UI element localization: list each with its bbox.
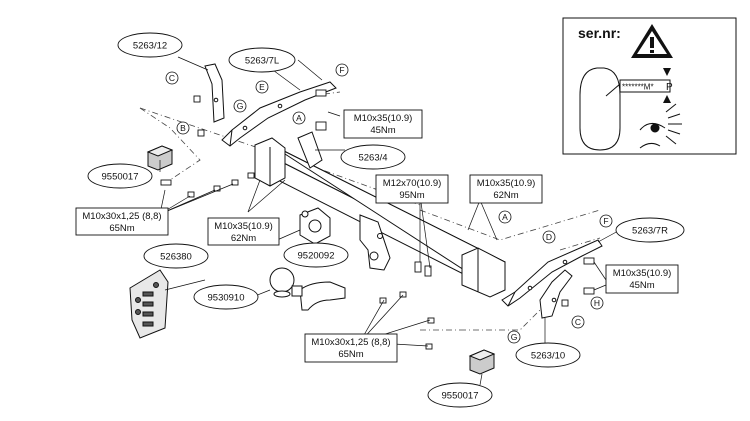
part-label-9550017-bottom: 9550017 (427, 382, 493, 408)
spec-box-bolt-left: M10x30x1,25 (8,8) 65Nm (75, 207, 169, 236)
spec-box-bolt-m12: M12x70(10.9) 95Nm (375, 174, 449, 204)
spacer-block-left (146, 145, 174, 171)
fasteners (160, 89, 595, 350)
svg-text:M10x35(10.9): M10x35(10.9) (613, 268, 672, 279)
warning-icon (631, 24, 673, 58)
svg-text:B: B (180, 123, 186, 133)
svg-text:C: C (575, 317, 581, 327)
svg-text:M10x30x1,25 (8,8): M10x30x1,25 (8,8) (82, 211, 161, 222)
electrical-kit (129, 269, 169, 339)
callout-E: E (255, 80, 269, 94)
callout-A-right: A (498, 210, 512, 224)
spec-boxes: M10x35(10.9) 45Nm M10x30x1,25 (8,8) 65Nm… (75, 109, 679, 363)
socket-plate (299, 207, 331, 245)
svg-text:62Nm: 62Nm (231, 233, 256, 244)
bracket-5263-10 (539, 269, 573, 319)
part-label-5263-10: 5263/10 (515, 342, 581, 368)
plate-serial-text: *******M* (622, 83, 654, 92)
svg-text:65Nm: 65Nm (109, 223, 134, 234)
spacer-block-bottom (468, 349, 496, 375)
eye-icon (639, 103, 682, 149)
svg-text:45Nm: 45Nm (629, 280, 654, 291)
part-ellipses: 5263/12 5263/7L 5263/4 9550017 526380 95… (87, 32, 685, 408)
callout-F-left: F (335, 63, 349, 77)
id-plate-outline (579, 67, 671, 151)
serial-number-inset: ser.nr: *******M* P (562, 17, 737, 155)
svg-text:9530910: 9530910 (208, 293, 245, 304)
svg-text:5263/10: 5263/10 (531, 351, 565, 362)
svg-text:9550017: 9550017 (442, 391, 479, 402)
svg-text:M10x30x1,25 (8,8): M10x30x1,25 (8,8) (311, 337, 390, 348)
svg-text:M10x35(10.9): M10x35(10.9) (214, 221, 273, 232)
right-side-bracket (501, 239, 603, 307)
bracket-5263-12 (204, 63, 225, 123)
svg-text:9550017: 9550017 (102, 172, 139, 183)
callout-F-right: F (599, 214, 613, 228)
svg-text:62Nm: 62Nm (493, 190, 518, 201)
svg-text:M10x35(10.9): M10x35(10.9) (477, 178, 536, 189)
svg-text:526380: 526380 (160, 252, 192, 263)
part-label-526380: 526380 (143, 243, 209, 269)
callout-G-left: G (233, 99, 247, 113)
arrow-down-icon (663, 68, 671, 76)
part-label-9550017-left: 9550017 (87, 163, 153, 189)
callout-C-left: C (165, 71, 179, 85)
part-label-5263-4: 5263/4 (340, 144, 406, 170)
svg-text:F: F (603, 216, 608, 226)
letter-callouts: C B G E F A A D F H C G (165, 63, 613, 344)
callout-G-right: G (507, 330, 521, 344)
svg-text:A: A (296, 113, 302, 123)
spec-box-bolt-bottom: M10x30x1,25 (8,8) 65Nm (304, 333, 398, 363)
tow-ball (269, 267, 346, 311)
callout-A-left: A (292, 111, 306, 125)
callout-H: H (590, 296, 604, 310)
part-label-5263-7L: 5263/7L (228, 47, 296, 73)
svg-text:E: E (259, 82, 265, 92)
spec-box-bolt-center-left: M10x35(10.9) 62Nm (207, 217, 280, 246)
svg-text:C: C (169, 73, 175, 83)
svg-text:5263/12: 5263/12 (133, 41, 167, 52)
part-label-5263-7R: 5263/7R (615, 217, 685, 243)
plate-letter: P (666, 82, 673, 93)
svg-text:5263/7R: 5263/7R (632, 226, 668, 237)
svg-text:65Nm: 65Nm (338, 349, 363, 360)
svg-text:5263/7L: 5263/7L (245, 56, 279, 67)
svg-text:95Nm: 95Nm (399, 190, 424, 201)
callout-D: D (542, 230, 556, 244)
svg-text:5263/4: 5263/4 (358, 153, 387, 164)
svg-text:9520092: 9520092 (298, 251, 335, 262)
svg-text:G: G (511, 332, 518, 342)
callout-B: B (176, 121, 190, 135)
callout-C-right: C (571, 315, 585, 329)
inset-title: ser.nr: (578, 25, 621, 41)
svg-text:M12x70(10.9): M12x70(10.9) (383, 178, 442, 189)
part-label-9520092: 9520092 (283, 242, 349, 268)
svg-text:G: G (237, 101, 244, 111)
part-label-9530910: 9530910 (193, 284, 259, 310)
svg-text:F: F (339, 65, 344, 75)
crossbar (254, 131, 506, 298)
svg-text:D: D (546, 232, 552, 242)
left-side-bracket (221, 81, 337, 147)
svg-text:A: A (502, 212, 508, 222)
spec-box-bolt-top: M10x35(10.9) 45Nm (343, 109, 423, 139)
spec-box-bolt-right: M10x35(10.9) 45Nm (605, 264, 679, 294)
svg-text:M10x35(10.9): M10x35(10.9) (354, 113, 413, 124)
svg-text:45Nm: 45Nm (370, 125, 395, 136)
part-label-5263-12: 5263/12 (117, 32, 183, 58)
svg-text:H: H (594, 298, 600, 308)
arrow-up-icon (663, 95, 671, 103)
spec-box-bolt-center-right: M10x35(10.9) 62Nm (469, 174, 543, 204)
